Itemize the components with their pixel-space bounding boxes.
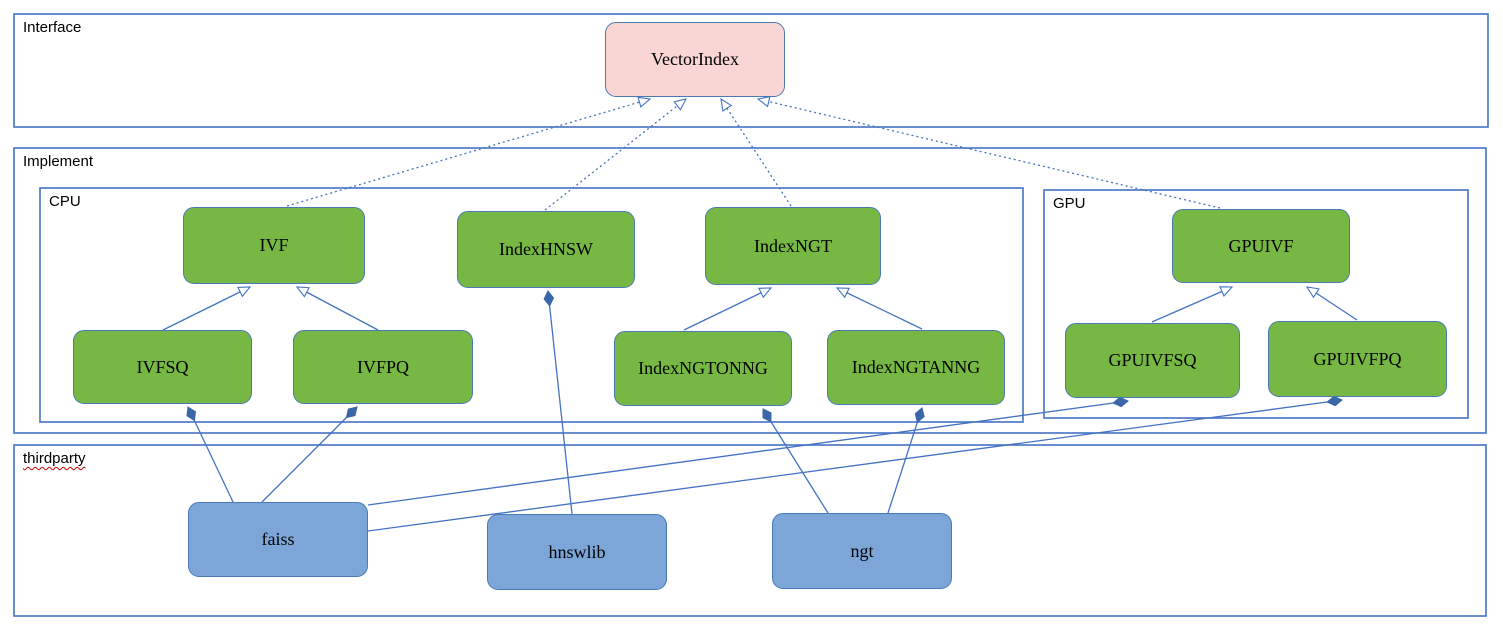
node-faiss[interactable]: faiss: [188, 502, 368, 577]
edge-generalization-indexngtanng-to-indexngt: [835, 287, 923, 330]
edge-composition-gpuivfsq-to-faiss: [367, 396, 1129, 506]
edge-generalization-gpuivfsq-to-gpuivf: [1151, 286, 1234, 323]
node-indexhnsw[interactable]: IndexHNSW: [457, 211, 635, 288]
edge-composition-gpuivfpq-to-faiss: [367, 395, 1343, 532]
section-frame-gpu[interactable]: [1043, 189, 1469, 419]
section-label-gpu: GPU: [1053, 195, 1086, 212]
edge-generalization-indexngtonng-to-indexngt: [683, 287, 773, 331]
edge-composition-indexhnsw-to-hnswlib: [543, 290, 573, 515]
section-frame-cpu[interactable]: [39, 187, 1024, 423]
section-label-thirdparty: thirdparty: [23, 450, 86, 467]
edge-generalization-gpuivfpq-to-gpuivf: [1305, 286, 1358, 321]
node-ngt[interactable]: ngt: [772, 513, 952, 589]
edge-composition-ivfsq-to-faiss: [186, 406, 234, 503]
node-ivf[interactable]: IVF: [183, 207, 365, 284]
edge-realization-indexngt-to-vectorindex: [720, 97, 792, 207]
node-gpuivfsq[interactable]: GPUIVFSQ: [1065, 323, 1240, 398]
edge-generalization-ivfpq-to-ivf: [295, 286, 379, 331]
node-ivfsq[interactable]: IVFSQ: [73, 330, 252, 404]
node-indexngt[interactable]: IndexNGT: [705, 207, 881, 285]
node-indexngtanng[interactable]: IndexNGTANNG: [827, 330, 1005, 405]
section-label-cpu: CPU: [49, 193, 81, 210]
edge-realization-indexhnsw-to-vectorindex: [544, 98, 688, 211]
node-vectorindex[interactable]: VectorIndex: [605, 22, 785, 97]
edge-composition-indexngtanng-to-ngt: [887, 407, 925, 514]
edge-realization-ivf-to-vectorindex: [286, 96, 652, 207]
section-label-interface: Interface: [23, 19, 82, 36]
node-gpuivfpq[interactable]: GPUIVFPQ: [1268, 321, 1447, 397]
section-frame-interface[interactable]: [13, 13, 1489, 128]
section-frames: [13, 13, 1489, 617]
edge-composition-ivfpq-to-faiss: [261, 406, 358, 503]
node-indexngtonng[interactable]: IndexNGTONNG: [614, 331, 792, 406]
section-label-implement: Implement: [23, 153, 94, 170]
edge-realization-gpuivf-to-vectorindex: [756, 95, 1221, 209]
node-ivfpq[interactable]: IVFPQ: [293, 330, 473, 404]
relation-edges: [162, 95, 1358, 532]
section-frame-thirdparty[interactable]: [13, 444, 1487, 617]
node-hnswlib[interactable]: hnswlib: [487, 514, 667, 590]
edge-composition-indexngtonng-to-ngt: [762, 408, 829, 514]
section-frame-implement[interactable]: [13, 147, 1487, 434]
edge-generalization-ivfsq-to-ivf: [162, 286, 252, 331]
node-gpuivf[interactable]: GPUIVF: [1172, 209, 1350, 283]
